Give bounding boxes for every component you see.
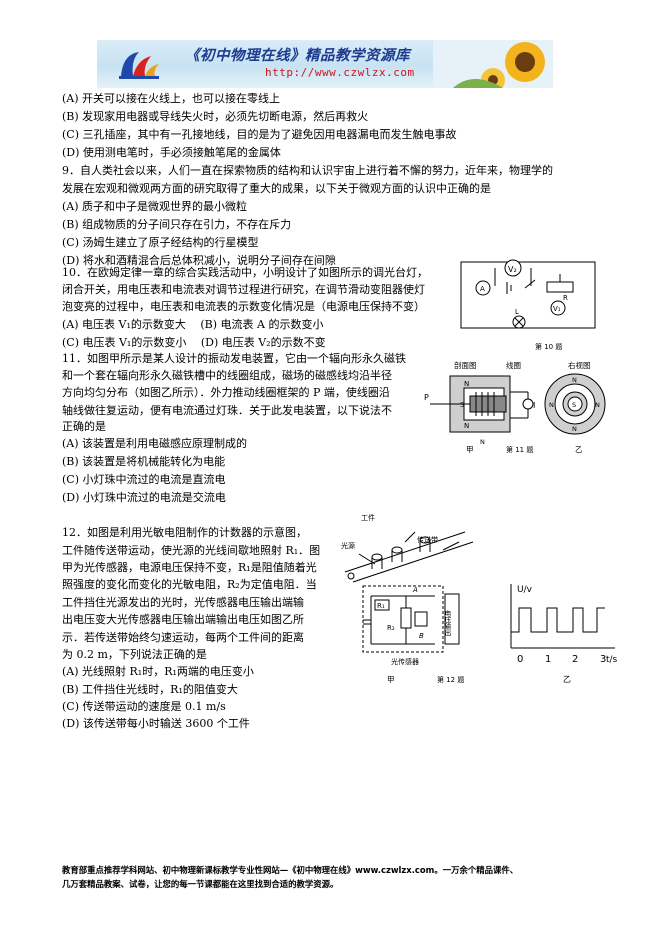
fig12-label-workpiece: 工件 [361,513,375,522]
fig11-caption: 第 11 题 [506,445,533,454]
fig11-label-i: I [533,401,535,410]
fig11-label-p: P [424,393,429,402]
fig11-label-section: 剖面图 [454,360,477,370]
fig12-label-light-sensor: 光传感器 [391,657,419,666]
header-banner: 《初中物理在线》精品教学资源库 http://www.czwlzx.com [97,40,553,88]
fig10-caption: 第 10 题 [535,342,562,351]
q11-stem-4: 轴线做往复运动，便有电流通过灯珠．关于此发电装置，以下说法不 [62,404,392,417]
q11-option-c: (C) 小灯珠中流过的电流是直流电 [62,473,226,486]
fig12-label-b: B [419,632,424,640]
banner-url[interactable]: http://www.czwlzx.com [265,66,415,79]
q12-stem-6: 出电压变大光传感器电压输出端输出电压如图乙所 [62,613,304,626]
q8-option-b: (B) 发现家用电器或导线失火时，必须先切断电源，然后再救火 [62,110,369,123]
q9-option-a: (A) 质子和中子是微观世界的最小微粒 [62,200,248,213]
q12-option-b: (B) 工件挡住光线时，R₁的阻值变大 [62,683,238,696]
figure-11-generator: 剖面图 线圈 右视图 P N S N I N S N N N N 甲 第 11 … [424,360,606,454]
fig12-graph-tick-2: 2 [572,654,578,665]
q11-option-b: (B) 该装置是将机械能转化为电能 [62,455,226,468]
q9-option-d: (D) 将水和酒精混合后总体积减小，说明分子间存在间隙 [62,254,336,267]
fig12-graph-tick-1: 1 [545,654,551,665]
fig10-label-v2: V₂ [508,265,517,274]
q12-stem-8: 为 0.2 m，下列说法正确的是 [62,648,207,661]
q11-stem-2: 和一个套在辐向形永久磁铁槽中的线圈组成，磁场的磁感线均沿半径 [62,369,392,382]
fig11-ring-n-top: N [572,376,577,384]
q12-stem-1: 12．如图是利用光敏电阻制作的计数器的示意图， [62,526,307,539]
fig11-label-n3: N [480,438,485,446]
fig12-label-r2: R₂ [387,624,395,632]
q12-option-d: (D) 该传送带每小时输送 3600 个工件 [62,717,250,730]
fig12-label-a: A [412,586,418,594]
q10-stem-1: 10．在欧姆定律一章的综合实践活动中，小明设计了如图所示的调光台灯， [62,266,428,279]
q11-option-d: (D) 小灯珠中流过的电流是交流电 [62,491,226,504]
q8-option-c: (C) 三孔插座，其中有一孔接地线，目的是为了避免因用电器漏电而发生触电事故 [62,128,457,141]
fig12-graph-xlabel: t/s [606,655,618,665]
q9-option-b: (B) 组成物质的分子间只存在引力，不存在斥力 [62,218,292,231]
q11-stem-5: 正确的是 [62,420,106,433]
site-logo-icon [119,52,159,79]
q8-option-d: (D) 使用测电笔时，手必须接触笔尾的金属体 [62,146,281,159]
fig11-label-n2: N [464,422,469,430]
q8-option-a: (A) 开关可以接在火线上，也可以接在零线上 [62,92,281,105]
q12-stem-5: 工件挡住光源发出的光时，光传感器电压输出端输 [62,596,304,609]
q12-option-a: (A) 光线照射 R₁时，R₁两端的电压变小 [62,665,254,678]
fig10-label-l: L [515,308,519,316]
figure-12-counter: 工件 光源 传送带 A R₁ R₂ B 电压输出 光传感器 甲 第 12 题 U… [341,513,618,684]
q9-stem-1: 9．自人类社会以来，人们一直在探索物质的结构和认识宇宙上进行着不懈的努力，近年来… [62,164,553,177]
fig11-ring-s: S [572,401,576,409]
footer-line-2: 几万套精品教案、试卷，让您的每一节课都能在这里找到合适的教学资源。 [62,879,339,889]
fig12-graph-tick-3: 3 [600,654,606,665]
q12-option-c: (C) 传送带运动的速度是 0.1 m/s [62,700,226,713]
q10-option-ab: (A) 电压表 V₁的示数变大 (B) 电流表 A 的示数变小 [62,318,324,331]
fig12-label-r1: R₁ [377,602,385,610]
fig11-label-side-view: 右视图 [568,360,591,370]
fig11-sub-b: 乙 [575,445,583,454]
fig12-sub-b: 乙 [563,675,571,684]
fig12-label-conveyor: 传送带 [417,535,438,544]
fig11-ring-n-left: N [549,401,554,409]
fig12-graph-ylabel: U/v [517,585,533,595]
q11-stem-3: 方向均匀分布（如图乙所示）．外力推动线圈框架的 P 端，使线圈沿 [62,386,390,399]
fig11-label-s: S [460,401,465,409]
fig11-label-coil: 线圈 [506,360,521,370]
banner-title: 《初中物理在线》精品教学资源库 [185,47,410,64]
q12-stem-2: 工件随传送带运动，使光源的光线间歇地照射 R₁．图 [62,544,321,557]
fig12-caption: 第 12 题 [437,675,464,684]
q12-stem-4: 照强度的变化而变化的光敏电阻，R₂为定值电阻．当 [62,578,317,591]
q10-stem-2: 闭合开关，用电压表和电流表对调节过程进行研究，在调节滑动变阻器使灯 [62,283,425,296]
fig10-label-v1: V₁ [553,305,561,313]
fig11-ring-n-bottom: N [572,425,577,433]
fig11-sub-a: 甲 [466,445,474,454]
fig11-ring-n-right: N [595,401,600,409]
q12-stem-3: 甲为光传感器，电源电压保持不变，R₁是阻值随着光 [62,561,317,574]
q10-option-cd: (C) 电压表 V₁的示数变小 (D) 电压表 V₂的示数不变 [62,336,326,349]
fig12-label-voltage-output: 电压输出 [443,609,451,638]
q11-stem-1: 11．如图甲所示是某人设计的振动发电装置，它由一个辐向形永久磁铁 [62,352,406,365]
q11-option-a: (A) 该装置是利用电磁感应原理制成的 [62,437,248,450]
fig10-label-r: R [563,294,568,302]
q9-option-c: (C) 汤姆生建立了原子经结构的行星模型 [62,236,259,249]
fig11-label-n1: N [464,380,469,388]
q10-stem-3: 泡变亮的过程中，电压表和电流表的示数变化情况是（电源电压保持不变） [62,300,425,313]
fig10-label-a: A [480,285,485,293]
q12-stem-7: 示．若传送带始终匀速运动，每两个工件间的距离 [62,631,304,644]
fig12-graph-tick-0: 0 [517,654,523,665]
q9-stem-2: 发展在宏观和微观两方面的研究取得了重大的成果，以下关于微观方面的认识中正确的是 [62,182,491,195]
sunflower-icon [433,40,553,88]
figure-10-circuit: V₂ A R V₁ L 第 10 题 [460,259,596,351]
footer-line-1: 教育部重点推荐学科网站、初中物理新课标教学专业性网站—《初中物理在线》www.c… [62,865,519,875]
fig12-label-light-source: 光源 [341,541,355,550]
fig12-sub-a: 甲 [387,675,395,684]
